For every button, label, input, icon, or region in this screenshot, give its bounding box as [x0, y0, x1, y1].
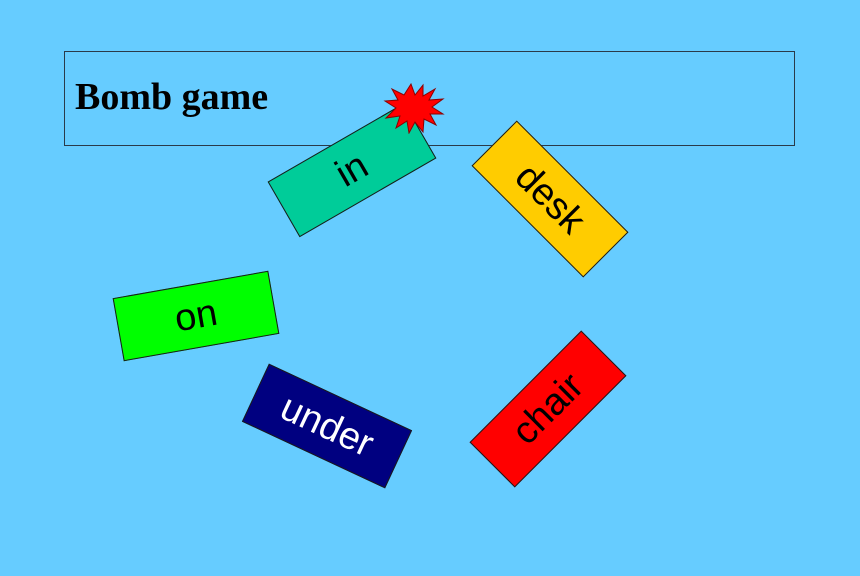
word-card-on[interactable]: on — [112, 270, 280, 362]
explosion-burst-icon — [383, 82, 445, 134]
word-card-label: under — [274, 386, 380, 466]
word-card-under[interactable]: under — [241, 363, 413, 489]
word-card-label: chair — [504, 365, 592, 453]
word-card-label: in — [328, 144, 376, 196]
page-title: Bomb game — [75, 76, 269, 118]
word-card-chair[interactable]: chair — [469, 330, 627, 488]
word-card-label: on — [171, 291, 221, 341]
word-card-label: desk — [506, 155, 594, 243]
